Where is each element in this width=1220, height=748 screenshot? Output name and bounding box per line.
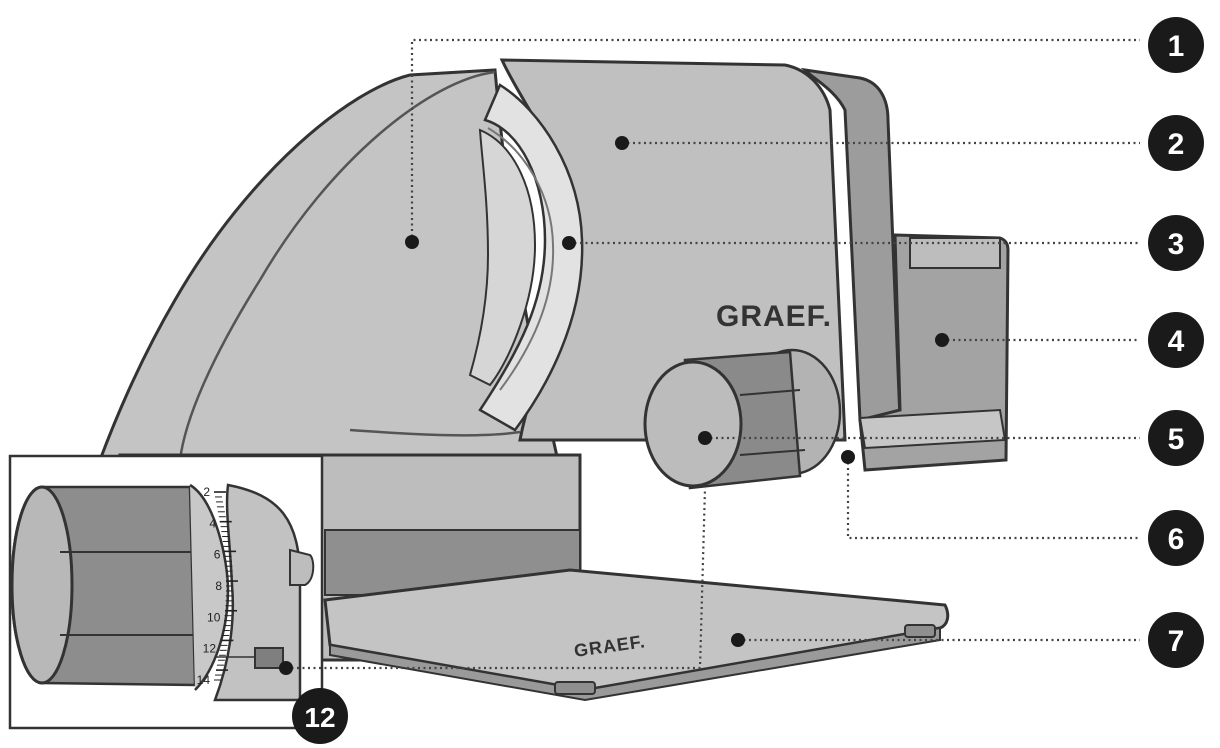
inset-knob-face <box>10 485 74 685</box>
inset-scale-ring <box>189 483 230 691</box>
callout-number-5: 5 <box>1168 423 1185 456</box>
housing-left-edge <box>178 70 496 461</box>
dot-12 <box>279 661 293 675</box>
callout-badge-2: 2 <box>1148 115 1204 171</box>
inset-pointer <box>254 647 284 669</box>
callout-badge-1: 1 <box>1148 17 1204 73</box>
dot-5 <box>698 431 712 445</box>
dot-1 <box>405 235 419 249</box>
housing-brand-logo: GRAEF. <box>716 300 832 333</box>
inset-scale-label: 8 <box>215 579 222 593</box>
leader-line-1 <box>410 38 1140 242</box>
blade-inner-arc <box>487 127 555 391</box>
inset-scale-label: 12 <box>203 642 217 656</box>
callout-number-2: 2 <box>1168 128 1185 161</box>
callout-number-7: 7 <box>1168 625 1185 658</box>
dot-3 <box>562 236 576 250</box>
blade-cover <box>468 128 537 387</box>
inset-scale-label: 6 <box>214 548 221 562</box>
dial-groove <box>739 389 801 396</box>
callout-number-1: 1 <box>1168 30 1185 63</box>
callout-badge-3: 3 <box>1148 215 1204 271</box>
dot-7 <box>731 633 745 647</box>
callout-number-12: 12 <box>304 702 335 733</box>
inset-scale-label: 14 <box>197 673 211 687</box>
dot-4 <box>935 333 949 347</box>
dot-6 <box>841 450 855 464</box>
callout-number-3: 3 <box>1168 228 1185 261</box>
blade <box>478 83 584 432</box>
callout-badge-7: 7 <box>1148 612 1204 668</box>
leader-dots <box>279 136 949 675</box>
dial-knob-face <box>643 360 743 488</box>
callout-number-6: 6 <box>1168 523 1185 556</box>
inset-scale-label: 4 <box>209 516 216 530</box>
dot-2 <box>615 136 629 150</box>
inset-scale-label: 2 <box>203 485 210 499</box>
callout-badge-5: 5 <box>1148 410 1204 466</box>
column-slot <box>349 428 521 437</box>
dial-groove <box>739 449 806 456</box>
base-foot <box>554 681 596 695</box>
callout-number-4: 4 <box>1168 325 1185 358</box>
callout-badge-4: 4 <box>1148 312 1204 368</box>
base-foot <box>904 624 936 638</box>
callout-badge-6: 6 <box>1148 510 1204 566</box>
inset-lock-lever <box>289 548 315 586</box>
callout-badge-12: 12 <box>292 688 348 744</box>
inset-dial: 2 4 6 8 10 12 14 <box>10 483 315 702</box>
inset-scale-labels: 2 4 6 8 10 12 14 <box>197 485 223 687</box>
leader-line-6 <box>846 457 1140 540</box>
leader-lines <box>286 38 1140 670</box>
base-plate <box>323 568 950 692</box>
carriage-rail <box>858 408 1007 450</box>
leader-line-12 <box>286 487 707 670</box>
inset-scale-label: 10 <box>207 610 221 624</box>
callout-badges: 1 2 3 4 5 6 7 12 <box>292 17 1204 744</box>
inset-ticks <box>214 491 238 681</box>
inset-housing <box>213 483 302 702</box>
